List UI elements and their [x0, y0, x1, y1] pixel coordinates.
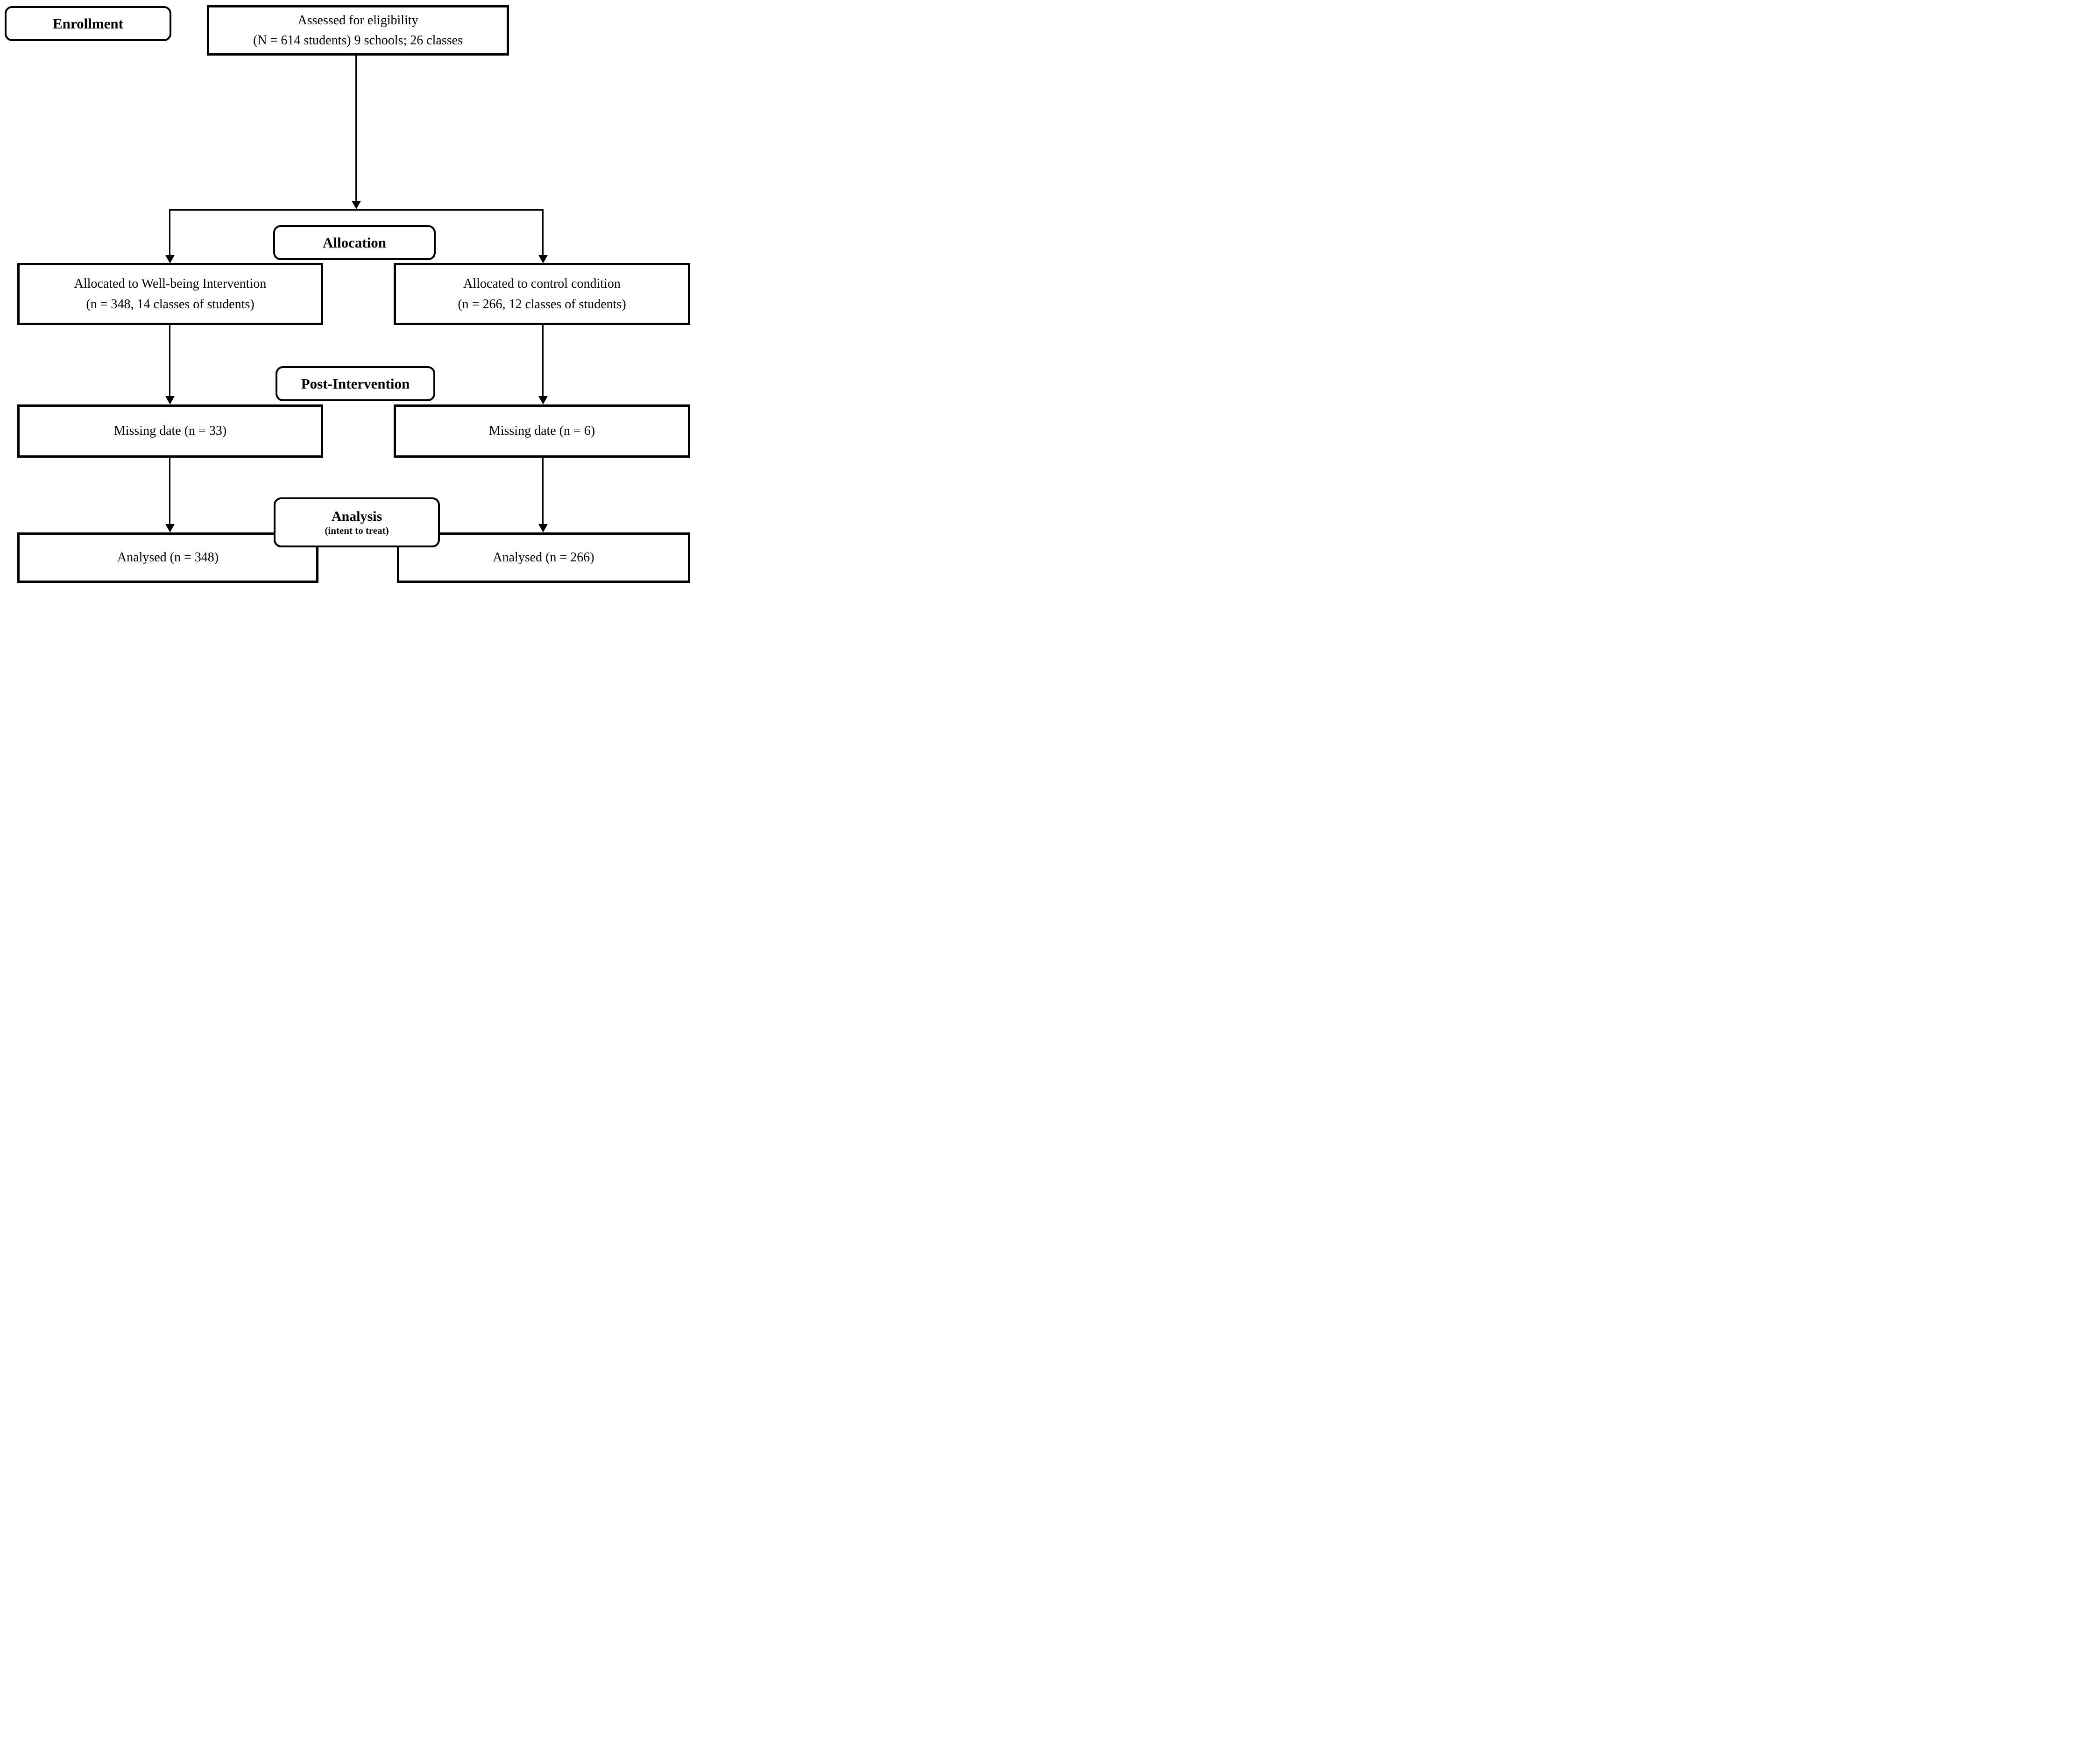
missing-data-intervention-box: Missing date (n = 33): [17, 404, 323, 458]
allocated-control-line1: Allocated to control condition: [463, 276, 621, 291]
connector-split-to-intervention: [169, 209, 170, 255]
arrow-down-icon: [165, 524, 175, 532]
stage-label-allocation: Allocation: [273, 225, 436, 260]
allocated-intervention-box: Allocated to Well-being Intervention (n …: [17, 263, 323, 325]
missing-intervention-line1: Missing date (n = 33): [113, 424, 227, 439]
post-intervention-label: Post-Intervention: [301, 375, 410, 392]
assessed-line2: (N = 614 students) 9 schools; 26 classes: [253, 33, 463, 48]
consort-flow-diagram: Assessed for eligibility (N = 614 studen…: [0, 0, 695, 588]
stage-label-analysis: Analysis (intent to treat): [274, 497, 440, 547]
analysed-control-line1: Analysed (n = 266): [493, 550, 594, 565]
connector-split-to-control: [542, 209, 544, 255]
connector-control-to-missing: [542, 325, 544, 396]
stage-label-enrollment: Enrollment: [5, 6, 171, 41]
allocated-control-box: Allocated to control condition (n = 266,…: [394, 263, 690, 325]
connector-split-horizontal: [169, 209, 544, 211]
connector-intervention-to-missing: [169, 325, 170, 396]
arrow-down-icon: [352, 201, 361, 209]
analysis-label: Analysis: [331, 508, 382, 524]
arrow-down-icon: [538, 396, 548, 404]
allocated-intervention-line1: Allocated to Well-being Intervention: [74, 276, 267, 291]
connector-assessed-to-split: [355, 56, 357, 201]
enrollment-label: Enrollment: [53, 15, 123, 32]
stage-label-post-intervention: Post-Intervention: [276, 366, 435, 401]
arrow-down-icon: [538, 255, 548, 263]
allocated-control-line2: (n = 266, 12 classes of students): [458, 297, 626, 312]
analysed-intervention-line1: Analysed (n = 348): [117, 550, 219, 565]
analysis-note: (intent to treat): [325, 524, 389, 536]
analysed-intervention-box: Analysed (n = 348): [17, 532, 318, 583]
missing-data-control-box: Missing date (n = 6): [394, 404, 690, 458]
connector-missing-to-analysed-intervention: [169, 458, 170, 524]
arrow-down-icon: [165, 396, 175, 404]
arrow-down-icon: [165, 255, 175, 263]
allocated-intervention-line2: (n = 348, 14 classes of students): [86, 297, 255, 312]
assessed-for-eligibility-box: Assessed for eligibility (N = 614 studen…: [207, 5, 509, 56]
assessed-line1: Assessed for eligibility: [297, 13, 418, 28]
connector-missing-to-analysed-control: [542, 458, 544, 524]
analysed-control-box: Analysed (n = 266): [397, 532, 690, 583]
allocation-label: Allocation: [322, 234, 387, 251]
missing-control-line1: Missing date (n = 6): [488, 424, 595, 439]
arrow-down-icon: [538, 524, 548, 532]
